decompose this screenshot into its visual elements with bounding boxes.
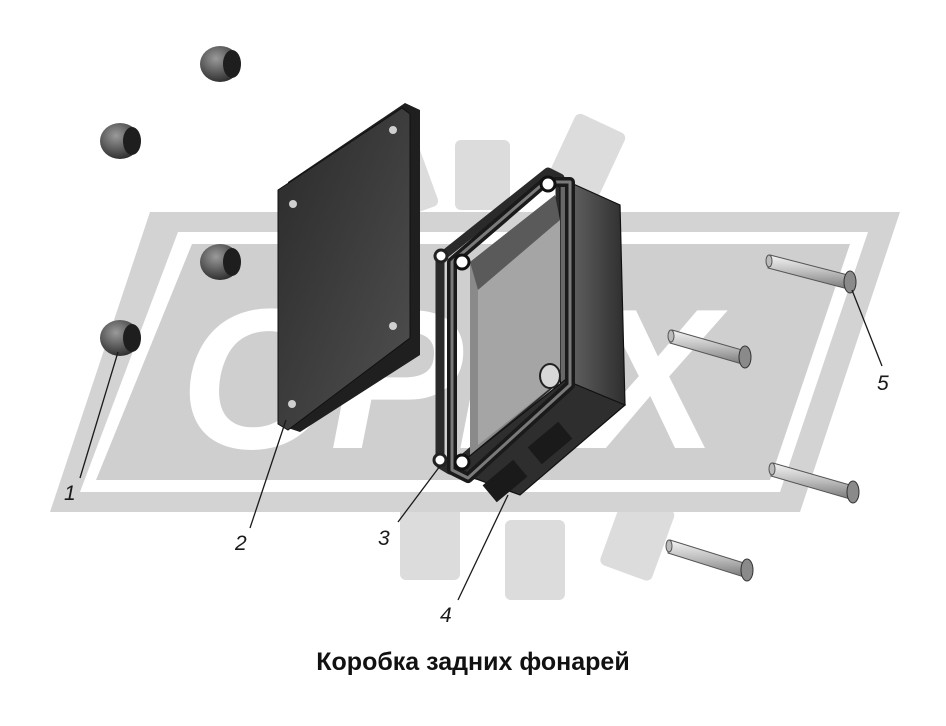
callout-1: 1 <box>64 482 76 505</box>
callout-2: 2 <box>234 532 247 555</box>
leader-line-3 <box>397 465 441 523</box>
screw-icon <box>768 462 860 504</box>
callout-3: 3 <box>378 527 390 550</box>
screw-icon <box>765 254 857 294</box>
nut-icon <box>100 320 141 356</box>
callout-5: 5 <box>877 372 889 395</box>
part-2-cover-plate <box>277 103 420 432</box>
nut-icon <box>100 123 141 159</box>
callout-4: 4 <box>440 604 452 627</box>
leader-line-2 <box>249 419 287 529</box>
nut-icon <box>200 244 241 280</box>
screw-icon <box>665 539 754 582</box>
screw-icon <box>667 329 752 369</box>
leader-line-5 <box>851 289 883 367</box>
part-4-housing <box>447 175 627 503</box>
nut-icon <box>200 46 241 82</box>
leader-line-1 <box>79 351 119 479</box>
part-5-screws <box>665 254 860 582</box>
watermark-text: OPEX <box>180 268 728 491</box>
leader-line-4 <box>457 494 509 601</box>
diagram-caption: Коробка задних фонарей <box>316 648 630 676</box>
part-1-nuts <box>100 46 241 356</box>
leader-lines <box>79 289 883 601</box>
